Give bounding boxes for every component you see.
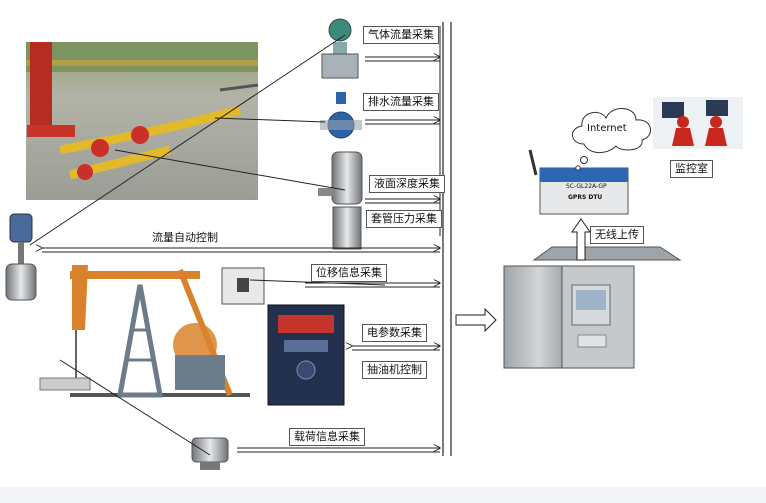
casing-pressure-icon [332, 206, 362, 250]
control-room-icon [653, 97, 743, 149]
signal-bus [442, 22, 452, 456]
label-rtu-model: SC-GL22A-GP [566, 183, 607, 190]
label-wireless-upload: 无线上传 [590, 226, 644, 244]
label-displacement: 位移信息采集 [311, 264, 387, 282]
label-electric-param: 电参数采集 [362, 324, 427, 342]
label-load-info: 载荷信息采集 [289, 428, 365, 446]
drain-flowmeter-icon [320, 92, 362, 139]
pumping-unit-icon [39, 265, 250, 398]
internet-cloud-icon [572, 108, 651, 171]
label-pump-control: 抽油机控制 [362, 361, 427, 379]
pump-control-arrow [352, 346, 440, 351]
label-drain-flow: 排水流量采集 [363, 93, 439, 111]
control-valve-icon [5, 213, 37, 301]
bottom-strip [0, 487, 766, 503]
load-sensor-icon [191, 437, 229, 470]
label-internet: Internet [587, 123, 627, 134]
label-level-depth: 液面深度采集 [369, 175, 445, 193]
label-rtu-brand: GPRS DTU [568, 194, 603, 201]
flow-control-arrow [42, 248, 440, 253]
label-casing-pressure: 套管压力采集 [366, 210, 442, 228]
rtu-device-icon [528, 149, 629, 215]
upload-arrow [571, 218, 591, 261]
level-sensor-icon [318, 151, 363, 205]
bus-to-cabinet-arrow [455, 307, 497, 333]
control-cabinet-icon [503, 246, 682, 369]
vfd-inverter-icon [267, 304, 345, 406]
well-site-photo [26, 42, 259, 200]
label-gas-flow: 气体流量采集 [363, 26, 439, 44]
gas-flowmeter-icon [321, 18, 359, 79]
displacement-sensor-icon [221, 267, 265, 305]
label-flow-auto-control: 流量自动控制 [152, 231, 218, 244]
label-control-room: 监控室 [670, 160, 713, 178]
data-arrows [237, 57, 440, 453]
